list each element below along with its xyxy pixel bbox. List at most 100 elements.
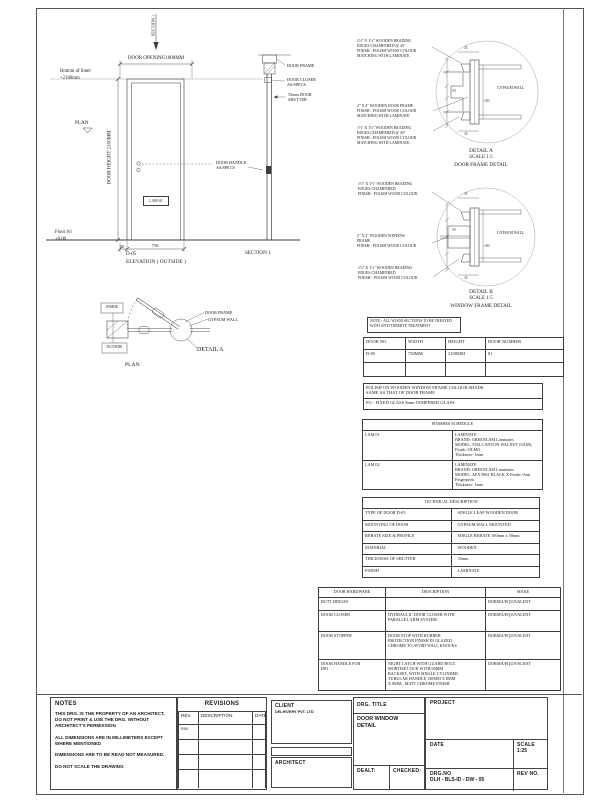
beading-bottom — [460, 111, 471, 121]
fixed-glass-note: FG - FIXED GLASS 8mm TEMPERED GLASS — [363, 398, 543, 410]
note-paragraph: DIMENSIONS ARE TO BE READ NOT MEASURED. — [55, 751, 165, 757]
architect-label: ARCHITECT — [275, 760, 306, 766]
hw-item: BUTT HINGES — [318, 597, 386, 611]
detail-b-dim-top: 35 — [464, 192, 468, 196]
tech-key: THICKNESS OF SHUTTER — [362, 554, 452, 567]
finish-desc: LAMINATE BRAND: GREENLAM Laminates MODEL… — [452, 460, 543, 490]
detail-a-title: DETAIL A — [469, 148, 493, 154]
label-door-closer: DOOR CLOSER AS/SPECS — [287, 77, 316, 88]
note-paragraph: DO NOT SCALE THE DRAWING — [55, 764, 124, 770]
detail-b-note-mid: 2" X 4" WOODEN WINDOW FRAME FINISH : POL… — [357, 234, 417, 249]
finishes-title: FINISHES SCHEDULE — [362, 419, 543, 431]
rev-header: REV. — [178, 712, 199, 725]
tech-value: SINGLE LEAF WOODEN DOOR — [450, 508, 540, 521]
bottom-dimension — [117, 241, 187, 252]
hw-desc: DOOR STOP WITH RUBBER PROTECTION FINISH … — [385, 631, 486, 660]
detail-b-caption: WINDOW FRAME DETAIL — [450, 303, 512, 309]
drg-title-label: DRG. TITLE — [354, 698, 424, 714]
drg-title-box: DRG. TITLE DOOR WINDOW DETAIL DEALT: CHE… — [353, 697, 425, 790]
architect-box: ARCHITECT — [271, 757, 352, 788]
scale-label: SCALE — [517, 742, 535, 748]
table-row: LAM 01 LAMINATE BRAND: GREENLAM Laminate… — [362, 430, 543, 461]
table-row: D-05 750MM 2100MM 01 — [363, 349, 564, 363]
detail-a-reference-circle — [169, 318, 193, 342]
lintel-level: +2100mm — [60, 76, 80, 81]
detail-a-note-top: 1½" X 1½" WOODEN BEADING EDGES CHAMFERED… — [357, 39, 417, 59]
door-cell — [445, 362, 486, 377]
detail-a-dim-top: 35 — [464, 46, 468, 50]
dim-750-label: 750 — [151, 243, 159, 248]
tech-value: WOODEN — [450, 542, 540, 555]
detail-b-dim-bottom: 35 — [464, 276, 468, 280]
anti-termite-note: NOTE:- ALL WOOD SECTIONS TO BE TREATED W… — [367, 317, 461, 333]
window-frame-section — [469, 207, 480, 267]
note-paragraph: ALL DIMENSIONS ARE IN MILLIMETERS EXCEPT… — [55, 734, 163, 746]
detail-b-note-bottom: 1½" X 1½" WOODEN BEADING EDGES CHAMFERED… — [358, 266, 419, 281]
door-col-header: WIDTH — [405, 337, 446, 350]
detail-a-gypsum-label: GYPSUM WALL — [497, 86, 525, 90]
section-caption: SECTION 1 — [245, 250, 271, 256]
detail-b-scale: SCALE 1:5 — [469, 296, 493, 301]
project-label: PROJECT — [430, 700, 456, 706]
note-leaders — [431, 46, 469, 132]
rev-no-label: REV NO. — [517, 771, 539, 777]
rev-cell-empty — [178, 768, 199, 788]
table-row: BUTT HINGES DORMA/EQUIVALENT — [318, 597, 561, 611]
table-row: LAM 02 LAMINATE BRAND: GREENLAM Laminate… — [362, 460, 543, 490]
finish-desc: LAMINATE BRAND: GREENLAM Laminates MODEL… — [452, 430, 543, 461]
plan-caption: PLAN — [125, 362, 140, 368]
table-row: REBATE SIZE & PROFILE SINGLE REBATE 100m… — [362, 531, 540, 544]
detail-a-note-bottom: 1½" X 1½" WOODEN BEADING EDGES CHAMFERED… — [357, 126, 417, 146]
revisions-title: REVISIONS — [178, 698, 266, 712]
elevation-section-linework — [46, 14, 300, 252]
checked-label: CHECKED: — [393, 768, 421, 774]
plan-linework — [100, 297, 210, 354]
rev-header: DATE — [252, 712, 266, 725]
technical-description-table: TECHNICAL DESCRIPTION TYPE OF DOOR D-03 … — [362, 497, 540, 578]
notes-title: NOTES — [55, 701, 77, 707]
project-box: PROJECT DATE SCALE 1:25 DRG.NO DLH - BLS… — [425, 697, 548, 791]
dim-50-label: 50 — [119, 244, 125, 249]
rev-cell-empty — [198, 768, 253, 788]
detail-a-dim-right: 100 — [484, 99, 490, 103]
detail-a-note-mid: 2" X 4" WOODEN DOOR FRAME FINISH : POLIS… — [357, 104, 417, 119]
detail-a-dim-mid: 50 — [452, 89, 456, 93]
door-cell: 750MM — [405, 349, 446, 363]
door-closed-position — [128, 326, 172, 334]
rev-cell-empty — [252, 768, 266, 788]
tech-value: LAMINATE — [450, 565, 540, 578]
inside-label: INSIDE — [105, 305, 119, 309]
table-row: DOOR STOPPER DOOR STOP WITH RUBBER PROTE… — [318, 631, 561, 660]
door-cell — [363, 362, 406, 377]
table-row: THICKNESS OF SHUTTER 35mm — [362, 554, 540, 567]
door-opening-dimension — [117, 60, 195, 79]
polish-notes-box: POLISH ON WOODEN WINDOW FRAME COLOUR SHA… — [363, 383, 543, 410]
drg-title-value: DOOR WINDOW DETAIL — [357, 716, 399, 730]
table-row: MATERIAL WOODEN — [362, 542, 540, 555]
door-cell — [485, 362, 564, 377]
door-hardware-table: DOOR HARDWARE DESCRIPTION MAKE BUTT HING… — [318, 587, 561, 691]
revisions-table: REV. DESCRIPTION DATE R00 — [178, 712, 266, 788]
tech-key: TYPE OF DOOR D-03 — [362, 508, 452, 521]
rev-cell: R00 — [178, 723, 199, 740]
client-name: DELHIVERY PVT. LTD — [275, 710, 314, 714]
section-marker-label: SECTION 1 — [150, 14, 156, 37]
hw-item: DOOR CLOSER — [318, 610, 386, 632]
table-row: DOOR CLOSER HYDRAULIC DOOR CLOSER WITH P… — [318, 610, 561, 632]
detail-a-scale: SCALE 1:5 — [469, 155, 493, 160]
finishes-schedule-table: FINISHES SCHEDULE LAM 01 LAMINATE BRAND:… — [362, 419, 543, 490]
dimension-chain — [444, 197, 484, 276]
plan-label-gypsum-wall: GYPSUM WALL — [208, 317, 239, 322]
lintel-label: Bottom of lintel — [60, 69, 91, 74]
table-row: DOOR HANDLE FOR D03 NIGHT LATCH WITH GUA… — [318, 659, 561, 691]
door-col-header: HEIGHT — [445, 337, 486, 350]
detail-b-title: DETAIL B — [469, 289, 493, 295]
floor-label: Floor lvl — [55, 230, 72, 235]
door-height-dim-label: DOOR HEIGHT 2100MM — [107, 130, 113, 185]
finish-tag: LAM 02 — [362, 460, 453, 490]
tech-value: 35mm — [450, 554, 540, 567]
note-leaders — [431, 191, 462, 278]
detail-b-linework — [431, 187, 536, 287]
hw-header: DESCRIPTION — [385, 587, 486, 598]
hw-item: DOOR HANDLE FOR D03 — [318, 659, 386, 691]
